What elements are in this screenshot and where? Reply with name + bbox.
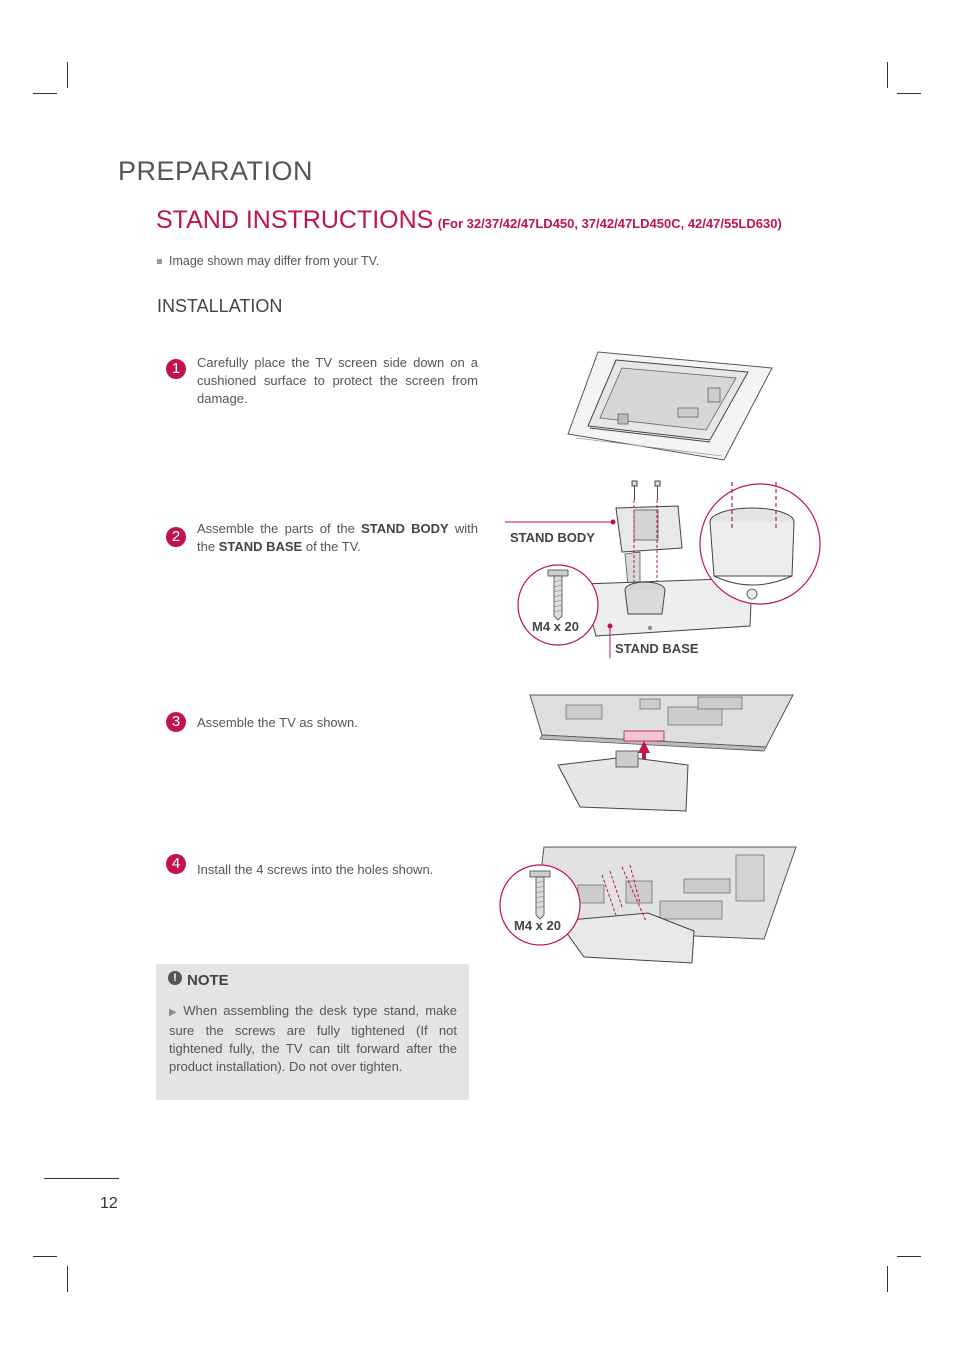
image-disclaimer: Image shown may differ from your TV. <box>157 254 379 268</box>
page-title: STAND INSTRUCTIONS (For 32/37/42/47LD450… <box>156 206 782 235</box>
stand-assembly-illustration <box>505 480 821 658</box>
crop-mark <box>67 62 68 88</box>
note-heading: NOTE <box>187 972 229 989</box>
step-4-text: Install the 4 screws into the holes show… <box>197 862 434 877</box>
stand-body-label: STAND BODY <box>361 521 449 536</box>
step-1-text: Carefully place the TV screen side down … <box>197 355 478 406</box>
tv-stand-insert-illustration <box>529 694 794 812</box>
step-2-text: Assemble the parts of the STAND BODY wit… <box>197 521 478 554</box>
crop-mark <box>887 62 888 88</box>
note-box <box>156 964 469 1100</box>
section-title: PREPARATION <box>118 156 314 186</box>
stand-base-label: STAND BASE <box>218 539 303 554</box>
callout-screw-size-step4: M4 x 20 <box>514 918 561 933</box>
image-disclaimer-text: Image shown may differ from your TV. <box>169 254 380 268</box>
callout-screw-size-step2: M4 x 20 <box>532 619 579 634</box>
exclamation-icon: ! <box>168 971 182 985</box>
callout-stand-body: STAND BODY <box>510 530 595 545</box>
crop-mark <box>33 93 57 94</box>
crop-mark <box>33 1256 57 1257</box>
crop-mark <box>897 93 921 94</box>
title-main: STAND INSTRUCTIONS <box>156 206 434 234</box>
bullet-square-icon <box>157 259 162 265</box>
step-number-2: 2 <box>166 527 186 547</box>
crop-mark <box>887 1266 888 1292</box>
title-models: (For 32/37/42/47LD450, 37/42/47LD450C, 4… <box>437 216 782 231</box>
arrow-right-icon: ▶ <box>169 1007 180 1018</box>
screw-install-illustration <box>499 846 797 964</box>
page-number: 12 <box>100 1195 118 1212</box>
step-number-1: 1 <box>166 359 186 379</box>
callout-stand-base: STAND BASE <box>615 641 699 656</box>
step-number-3: 3 <box>166 712 186 732</box>
crop-mark <box>67 1266 68 1292</box>
note-text: ▶When assembling the desk type stand, ma… <box>169 1003 457 1074</box>
step-number-4: 4 <box>166 854 186 874</box>
installation-heading: INSTALLATION <box>157 296 283 316</box>
step-3-text: Assemble the TV as shown. <box>197 715 358 730</box>
crop-mark <box>897 1256 921 1257</box>
footer-divider <box>44 1178 119 1179</box>
tv-face-down-illustration <box>567 351 773 461</box>
